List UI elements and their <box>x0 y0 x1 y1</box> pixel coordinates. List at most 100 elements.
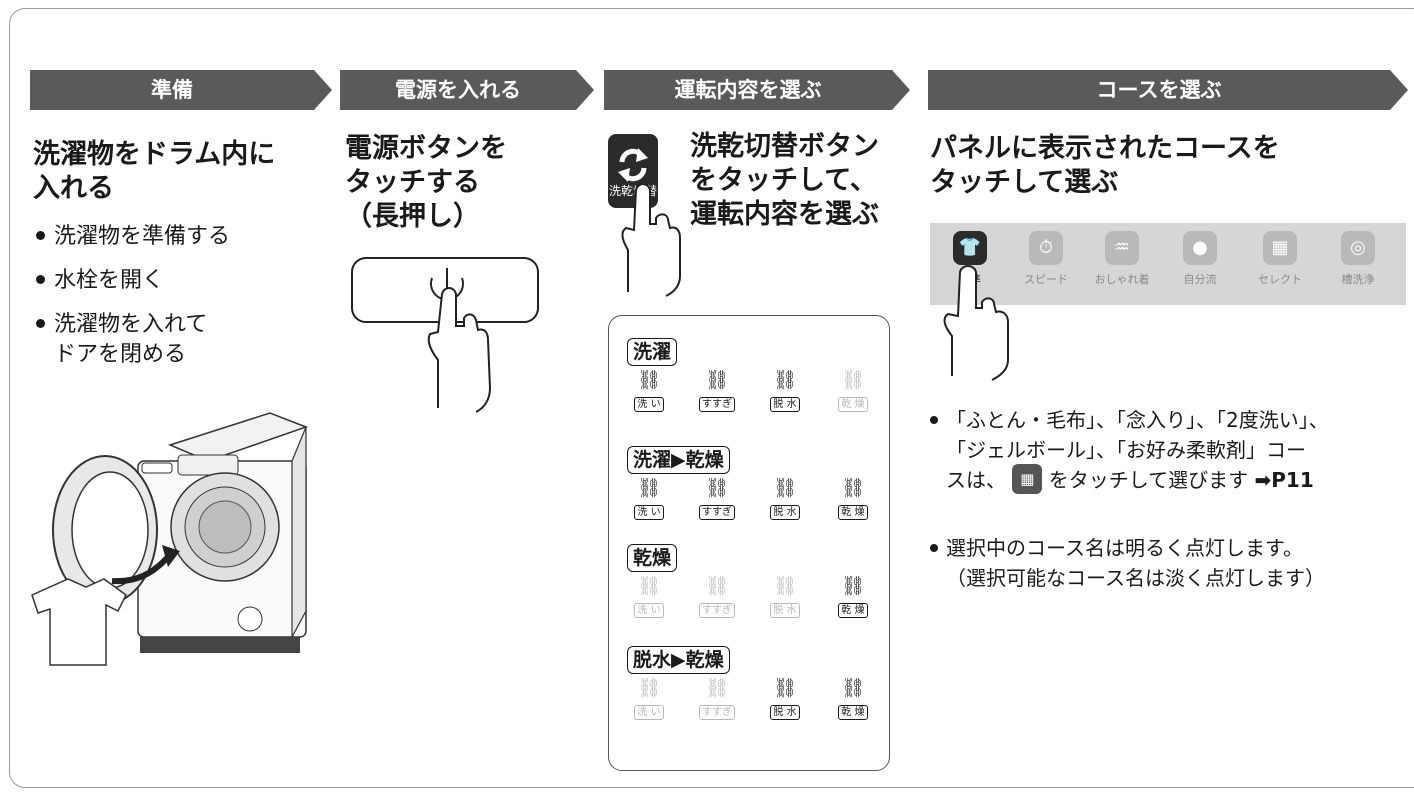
step-header-course: コースを選ぶ <box>928 70 1408 110</box>
rinse-icon: ⛓ <box>704 677 730 699</box>
mode-cell-wash: ⛓洗 い <box>627 370 671 412</box>
wash-icon: ⛓ <box>636 677 662 699</box>
mode-tag: 脱水▶乾燥 <box>627 646 730 674</box>
mode-row: ⛓洗 い ⛓すすぎ ⛓脱 水 ⛓乾 燥 <box>627 678 877 722</box>
dry-icon: ⛓ <box>840 575 866 597</box>
course-select[interactable]: ▦ セレクト <box>1248 231 1312 287</box>
mode-cell-wash: ⛓洗 い <box>627 576 671 618</box>
shirt-icon: 👕 <box>958 237 982 258</box>
course-panel: 👕 標準 ⏱ スピード ♒ おしゃれ着 ● 自分流 ▦ セレクト ◎ 槽洗浄 <box>930 223 1406 305</box>
step-header-label: 準備 <box>151 78 193 102</box>
mode-cell-dry: ⛓乾 燥 <box>831 576 875 618</box>
rotate-arrows-icon <box>618 148 648 182</box>
course-label: スピード <box>1024 273 1068 286</box>
power-button-illustration <box>351 257 539 413</box>
bullet-item: 水栓を開く <box>36 266 164 296</box>
note-course-lighting: 選択中のコース名は明るく点灯します。 （選択可能なコース名は淡く点灯します） <box>930 533 1325 593</box>
bullet-item: 洗濯物を入れて <box>36 310 207 340</box>
mode-cell-spin: ⛓脱 水 <box>763 478 807 520</box>
title-line: をタッチして、 <box>690 165 877 196</box>
note-select-other-courses: 「ふとん・毛布」、「念入り」、「2度洗い」、 「ジェルボール」、「お好み柔軟剤」… <box>930 405 1329 497</box>
mode-cell-dry: ⛓乾 燥 <box>831 678 875 720</box>
title-line: パネルに表示されたコースを <box>930 133 1280 164</box>
step2-title: 電源ボタンを タッチする （長押し） <box>345 132 507 234</box>
mode-cell-rinse: ⛓すすぎ <box>695 370 739 412</box>
rinse-icon: ⛓ <box>704 575 730 597</box>
wash-icon: ⛓ <box>636 477 662 499</box>
dry-icon: ⛓ <box>840 677 866 699</box>
mode-cell-wash: ⛓洗 い <box>627 478 671 520</box>
tub-clean-icon: ◎ <box>1350 237 1366 258</box>
course-delicate[interactable]: ♒ おしゃれ着 <box>1090 231 1154 287</box>
mode-cell-rinse: ⛓すすぎ <box>695 576 739 618</box>
course-label: おしゃれ着 <box>1094 273 1150 286</box>
course-standard[interactable]: 👕 標準 <box>938 231 1002 287</box>
sweater-icon: ♒ <box>1113 237 1131 258</box>
step-header-prepare: 準備 <box>30 70 332 110</box>
mode-row: ⛓洗 い ⛓すすぎ ⛓脱 水 ⛓乾 燥 <box>627 370 877 414</box>
title-line: （長押し） <box>345 201 480 232</box>
mode-cell-spin: ⛓脱 水 <box>763 370 807 412</box>
mode-row: ⛓洗 い ⛓すすぎ ⛓脱 水 ⛓乾 燥 <box>627 478 877 522</box>
mode-cell-wash: ⛓洗 い <box>627 678 671 720</box>
mode-row: ⛓洗 い ⛓すすぎ ⛓脱 水 ⛓乾 燥 <box>627 576 877 620</box>
hand-pointer-icon <box>943 265 1009 381</box>
title-line: 入れる <box>33 173 114 204</box>
mode-group-wash-dry: 洗濯▶乾燥 ⛓洗 い ⛓すすぎ ⛓脱 水 ⛓乾 燥 <box>627 446 877 520</box>
course-label: セレクト <box>1258 273 1302 286</box>
title-line: タッチする <box>345 167 480 198</box>
mode-tag: 洗濯 <box>627 338 678 366</box>
mode-group-dry: 乾燥 ⛓洗 い ⛓すすぎ ⛓脱 水 ⛓乾 燥 <box>627 544 877 618</box>
page-reference[interactable]: P11 <box>1271 468 1314 492</box>
select-icon: ▦ <box>1012 463 1043 494</box>
mode-cell-dry: ⛓乾 燥 <box>831 370 875 412</box>
page-frame <box>9 8 1414 788</box>
mode-cell-spin: ⛓脱 水 <box>763 678 807 720</box>
dry-icon: ⛓ <box>840 477 866 499</box>
course-tub-clean[interactable]: ◎ 槽洗浄 <box>1326 231 1390 287</box>
mode-group-wash: 洗濯 ⛓洗 い ⛓すすぎ ⛓脱 水 ⛓乾 燥 <box>627 338 877 412</box>
mode-tag: 乾燥 <box>627 544 678 572</box>
course-label: 槽洗浄 <box>1341 273 1375 286</box>
wash-icon: ⛓ <box>636 369 662 391</box>
course-speed[interactable]: ⏱ スピード <box>1014 231 1078 287</box>
mode-cell-rinse: ⛓すすぎ <box>695 678 739 720</box>
mode-cell-dry: ⛓乾 燥 <box>831 478 875 520</box>
wash-icon: ⛓ <box>636 575 662 597</box>
arrow-right-icon: ➡ <box>1254 468 1272 492</box>
title-line: タッチして選ぶ <box>930 167 1119 198</box>
bullet-item-continued: ドアを閉める <box>54 342 187 367</box>
dry-icon: ⛓ <box>840 369 866 391</box>
mode-tag: 洗濯▶乾燥 <box>627 446 730 474</box>
step-header-power: 電源を入れる <box>340 70 594 110</box>
select-icon: ▦ <box>1271 237 1289 258</box>
rinse-icon: ⛓ <box>704 369 730 391</box>
course-label: 自分流 <box>1183 273 1217 286</box>
speed-icon: ⏱ <box>1038 237 1054 258</box>
mode-group-spin-dry: 脱水▶乾燥 ⛓洗 い ⛓すすぎ ⛓脱 水 ⛓乾 燥 <box>627 646 877 720</box>
spin-icon: ⛓ <box>772 575 798 597</box>
rinse-icon: ⛓ <box>704 477 730 499</box>
step4-title: パネルに表示されたコースを タッチして選ぶ <box>930 132 1280 200</box>
person-icon: ● <box>1192 237 1208 258</box>
mode-cell-rinse: ⛓すすぎ <box>695 478 739 520</box>
step-header-label: 電源を入れる <box>395 78 521 102</box>
washing-machine-illustration <box>31 412 309 666</box>
step-header-label: コースを選ぶ <box>1096 78 1222 102</box>
step-header-mode: 運転内容を選ぶ <box>604 70 910 110</box>
step1-title: 洗濯物をドラム内に 入れる <box>33 138 275 206</box>
mode-cell-spin: ⛓脱 水 <box>763 576 807 618</box>
title-line: 洗乾切替ボタン <box>690 131 879 162</box>
spin-icon: ⛓ <box>772 477 798 499</box>
course-custom[interactable]: ● 自分流 <box>1168 231 1232 287</box>
hand-pointer-icon <box>621 183 681 297</box>
step-header-label: 運転内容を選ぶ <box>674 78 822 102</box>
mode-panel: 洗濯 ⛓洗 い ⛓すすぎ ⛓脱 水 ⛓乾 燥 洗濯▶乾燥 ⛓洗 い ⛓すすぎ ⛓… <box>608 315 890 771</box>
title-line: 運転内容を選ぶ <box>690 199 879 230</box>
title-line: 洗濯物をドラム内に <box>33 139 276 170</box>
step3-title: 洗乾切替ボタン をタッチして、 運転内容を選ぶ <box>690 130 879 232</box>
spin-icon: ⛓ <box>772 369 798 391</box>
title-line: 電源ボタンを <box>345 133 507 164</box>
spin-icon: ⛓ <box>772 677 798 699</box>
bullet-item: 洗濯物を準備する <box>36 222 230 252</box>
